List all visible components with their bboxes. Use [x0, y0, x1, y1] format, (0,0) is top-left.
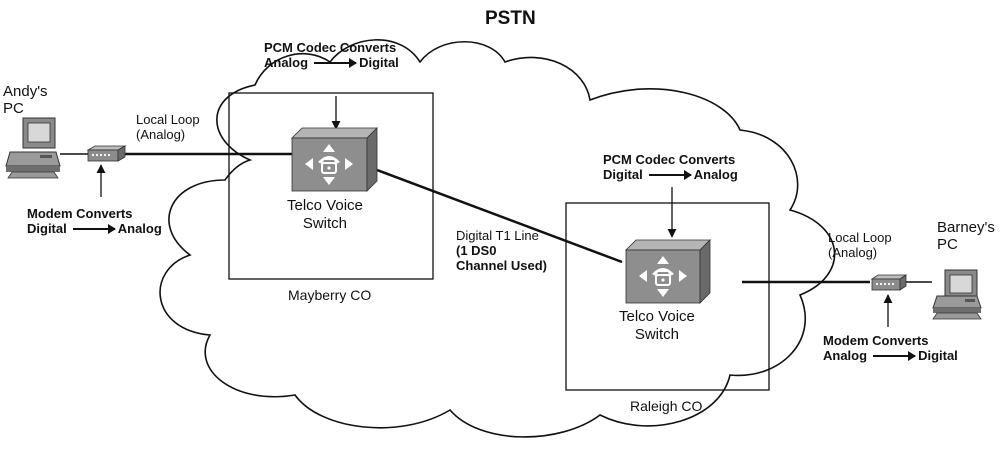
modem-right-annotation: Modem Converts Analog Digital [823, 333, 958, 363]
arrow-right-icon [72, 223, 116, 234]
modem-right-to: Digital [918, 348, 958, 363]
codec-right-line1: PCM Codec Converts [603, 152, 736, 167]
modem-right-icon [870, 274, 908, 291]
codec-left-to: Digital [359, 55, 399, 70]
t1-line3: Channel Used) [456, 258, 548, 273]
voice-switch-right-icon [625, 239, 711, 304]
arrow-right-icon [314, 57, 358, 68]
arrow-right-icon [648, 169, 692, 180]
andy-pc-icon [5, 117, 61, 179]
local-loop-left-label: Local Loop (Analog) [136, 112, 200, 142]
mayberry-co-label: Mayberry CO [288, 287, 372, 303]
switch-left-label: Telco Voice Switch [287, 197, 363, 232]
codec-left-annotation: PCM Codec Converts Analog Digital [264, 40, 399, 70]
codec-left-from: Analog [264, 55, 309, 70]
codec-right-annotation: PCM Codec Converts Digital Analog [603, 152, 738, 182]
t1-trunk-annotation: Digital T1 Line (1 DS0 Channel Used) [456, 228, 547, 273]
modem-left-annotation: Modem Converts Digital Analog [27, 206, 162, 236]
arrow-right-icon [873, 350, 917, 361]
andy-pc-label: Andy's PC [3, 83, 48, 117]
switch-right-label: Telco Voice Switch [619, 308, 695, 343]
raleigh-co-label: Raleigh CO [630, 398, 703, 414]
local-loop-right-label: Local Loop (Analog) [828, 230, 892, 260]
voice-switch-left-icon [291, 127, 378, 192]
t1-trunk-line [376, 168, 623, 264]
pstn-title: PSTN [485, 8, 536, 29]
raleigh-co-box [565, 202, 770, 391]
codec-left-line1: PCM Codec Converts [264, 40, 397, 55]
modem-left-line1: Modem Converts [27, 206, 133, 221]
modem-left-to: Analog [117, 221, 162, 236]
modem-left-from: Digital [27, 221, 67, 236]
barney-pc-icon [932, 269, 982, 320]
t1-line1: Digital T1 Line [456, 228, 539, 243]
modem-left-icon [86, 145, 127, 162]
barney-pc-label: Barney's PC [937, 219, 995, 253]
modem-right-line1: Modem Converts [823, 333, 929, 348]
mayberry-co-box [228, 92, 434, 280]
codec-right-to: Analog [693, 167, 738, 182]
modem-right-from: Analog [823, 348, 868, 363]
codec-right-from: Digital [603, 167, 643, 182]
t1-line2: (1 DS0 [456, 243, 497, 258]
